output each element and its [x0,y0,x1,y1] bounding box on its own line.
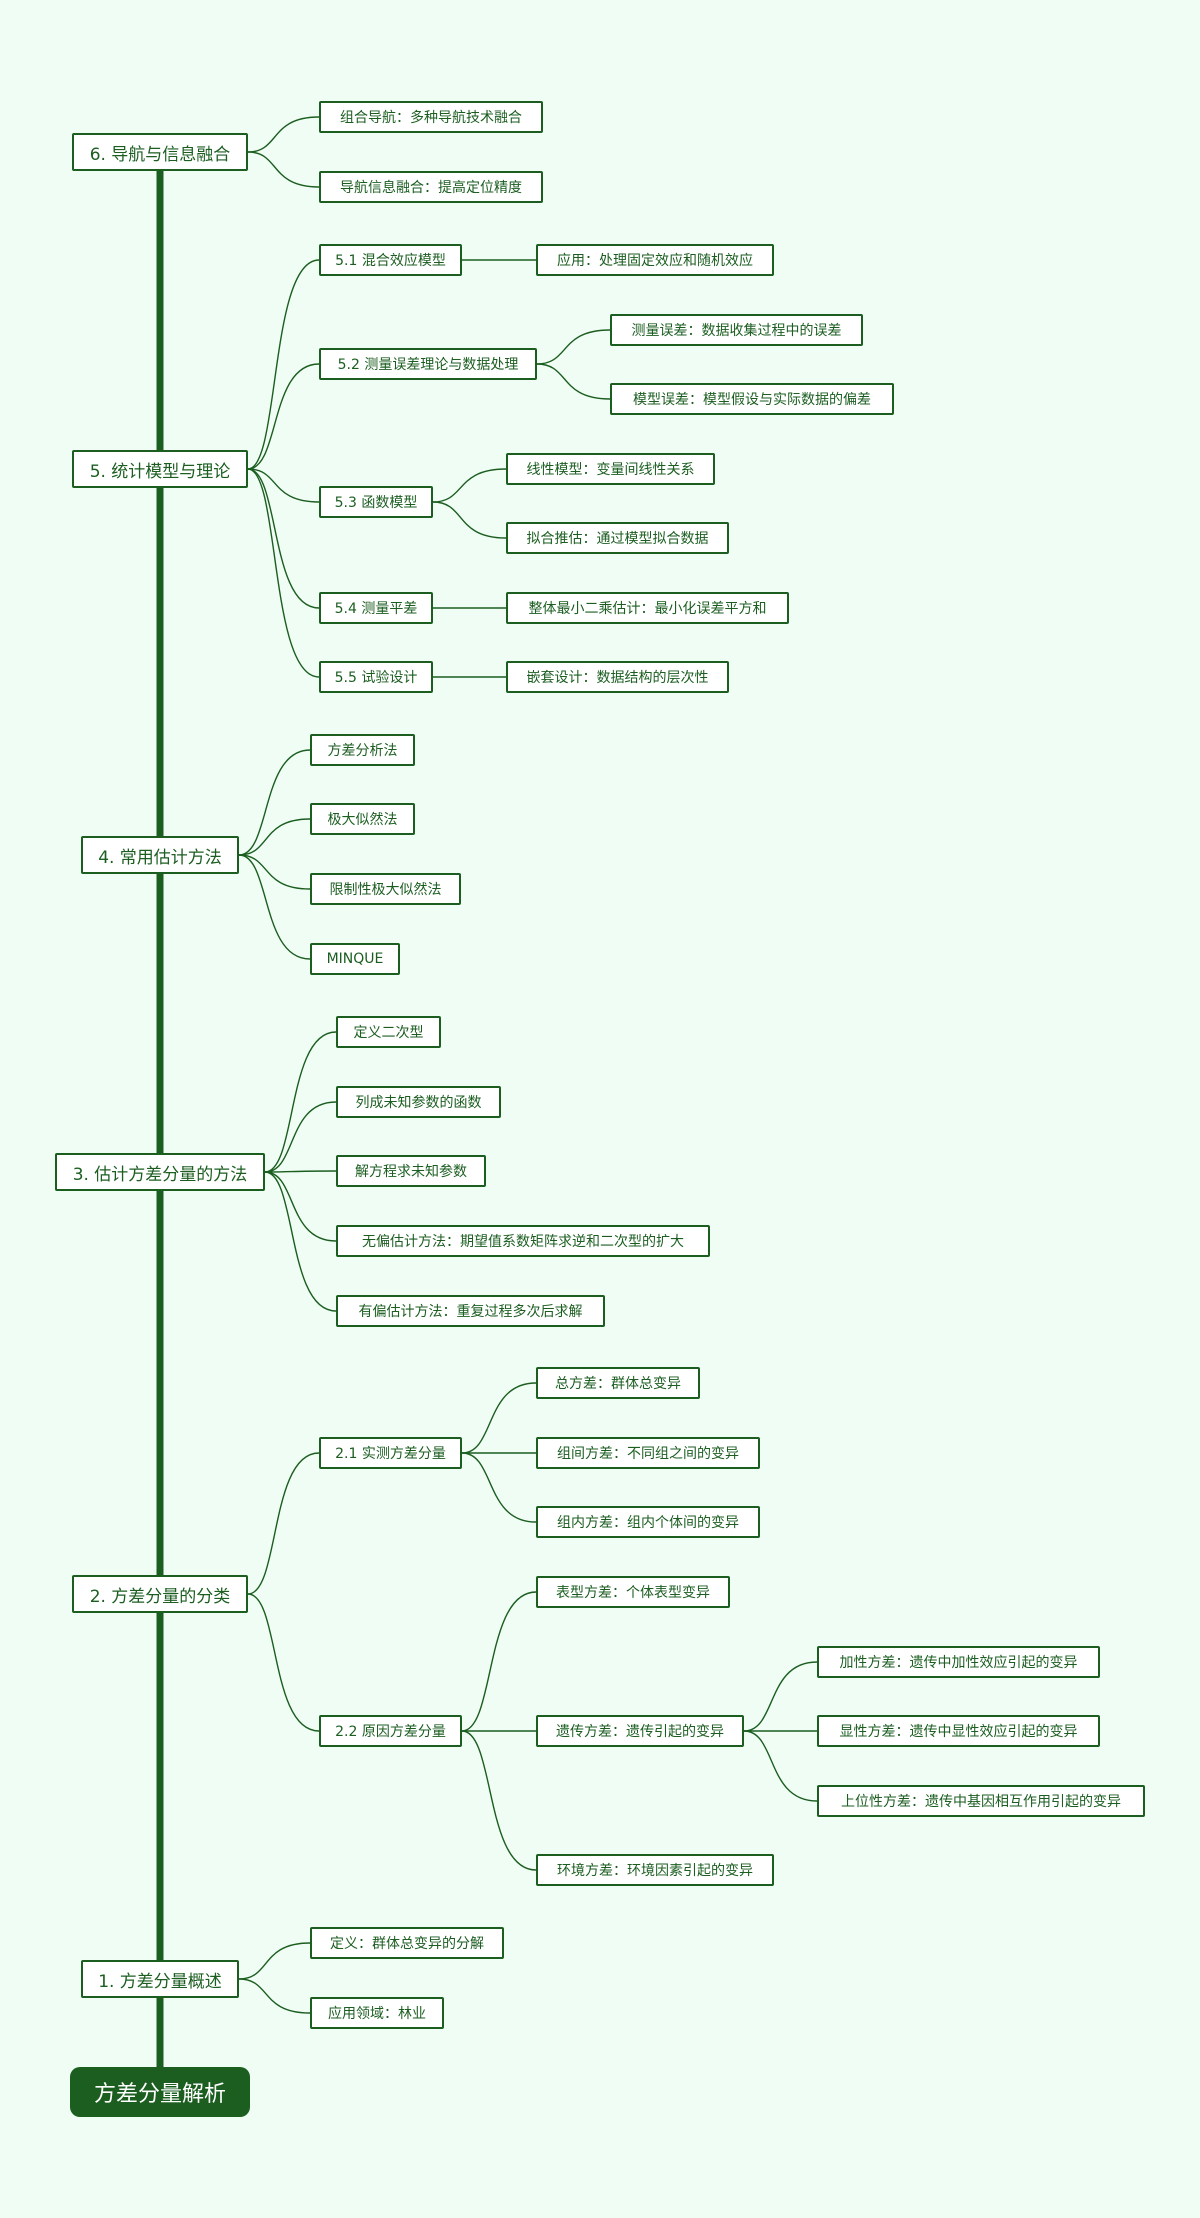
leaf-node-unknown-parameter-function[interactable]: 列成未知参数的函数 [336,1086,501,1118]
connector-b2-2-2-1 [743,1661,818,1732]
sub-node-survey-adjustment[interactable]: 5.4 测量平差 [319,592,433,624]
leaf-node-total-variance[interactable]: 总方差：群体总变异 [536,1367,700,1399]
leaf-node-dominance-variance[interactable]: 显性方差：遗传中显性效应引起的变异 [817,1715,1100,1747]
leaf-node-within-group-variance[interactable]: 组内方差：组内个体间的变异 [536,1506,760,1538]
leaf-node-define-quadratic-form[interactable]: 定义二次型 [336,1016,441,1048]
connector-b2-2-1 [461,1591,537,1732]
leaf-node-model-error[interactable]: 模型误差：模型假设与实际数据的偏差 [610,383,894,415]
sub-node-experimental-design[interactable]: 5.5 试验设计 [319,661,433,693]
connector-b5-3 [247,468,320,503]
sub-node-measurement-error-theory[interactable]: 5.2 测量误差理论与数据处理 [319,348,537,380]
leaf-node-unbiased-estimation[interactable]: 无偏估计方法：期望值系数矩阵求逆和二次型的扩大 [336,1225,710,1257]
branch-node-classification[interactable]: 2. 方差分量的分类 [72,1575,248,1613]
branch-node-estimation-methods[interactable]: 3. 估计方差分量的方法 [55,1153,265,1191]
branch-node-common-methods[interactable]: 4. 常用估计方法 [81,836,239,874]
sub-node-functional-model[interactable]: 5.3 函数模型 [319,486,433,518]
leaf-node-integrated-navigation[interactable]: 组合导航：多种导航技术融合 [319,101,543,133]
leaf-node-application[interactable]: 应用领域：林业 [310,1997,444,2029]
sub-node-genetic-variance[interactable]: 遗传方差：遗传引起的变异 [536,1715,744,1747]
connector-b6-2 [247,151,320,188]
connector-b5-5 [247,468,320,678]
connector-b5-2-1 [536,329,611,365]
connector-b6-1 [247,116,320,153]
connector-b2-2-3 [461,1730,537,1871]
leaf-node-fixed-random-effects[interactable]: 应用：处理固定效应和随机效应 [536,244,774,276]
connector-b2-2-2-3 [743,1730,818,1802]
connector-b4-4 [238,854,311,960]
leaf-node-navigation-info-fusion[interactable]: 导航信息融合：提高定位精度 [319,171,543,203]
leaf-node-additive-variance[interactable]: 加性方差：遗传中加性效应引起的变异 [817,1646,1100,1678]
leaf-node-reml[interactable]: 限制性极大似然法 [310,873,461,905]
leaf-node-nested-design[interactable]: 嵌套设计：数据结构的层次性 [506,661,729,693]
root-node[interactable]: 方差分量解析 [70,2067,250,2117]
connector-b2-1-1 [461,1382,537,1454]
connector-b5-3-2 [432,501,507,539]
sub-node-measured-components[interactable]: 2.1 实测方差分量 [319,1437,462,1469]
connector-b5-4 [247,468,320,609]
leaf-node-maximum-likelihood[interactable]: 极大似然法 [310,803,415,835]
connector-b5-2 [247,363,320,470]
connector-b3-4 [264,1171,337,1242]
connector-b2-2 [247,1593,320,1732]
connector-b4-1 [238,749,311,856]
branch-node-navigation-fusion[interactable]: 6. 导航与信息融合 [72,133,248,171]
branch-node-statistical-models[interactable]: 5. 统计模型与理论 [72,450,248,488]
leaf-node-anova[interactable]: 方差分析法 [310,734,415,766]
connector-b5-1 [247,259,320,470]
leaf-node-between-group-variance[interactable]: 组间方差：不同组之间的变异 [536,1437,760,1469]
connector-b2-1 [247,1452,320,1595]
connector-b3-2 [264,1101,337,1173]
leaf-node-epistatic-variance[interactable]: 上位性方差：遗传中基因相互作用引起的变异 [817,1785,1145,1817]
leaf-node-minque[interactable]: MINQUE [310,943,400,975]
connector-b2-1-3 [461,1452,537,1523]
connector-b1-2 [238,1978,311,2014]
leaf-node-definition[interactable]: 定义：群体总变异的分解 [310,1927,504,1959]
sub-node-mixed-effects-model[interactable]: 5.1 混合效应模型 [319,244,462,276]
leaf-node-environmental-variance[interactable]: 环境方差：环境因素引起的变异 [536,1854,774,1886]
connector-b4-3 [238,854,311,890]
leaf-node-total-least-squares[interactable]: 整体最小二乘估计：最小化误差平方和 [506,592,789,624]
connector-b5-2-2 [536,363,611,400]
branch-node-overview[interactable]: 1. 方差分量概述 [81,1960,239,1998]
connector-b1-1 [238,1942,311,1980]
leaf-node-fitting-estimation[interactable]: 拟合推估：通过模型拟合数据 [506,522,729,554]
leaf-node-phenotypic-variance[interactable]: 表型方差：个体表型变异 [536,1576,730,1608]
leaf-node-measurement-error[interactable]: 测量误差：数据收集过程中的误差 [610,314,863,346]
sub-node-causal-components[interactable]: 2.2 原因方差分量 [319,1715,462,1747]
leaf-node-biased-estimation[interactable]: 有偏估计方法：重复过程多次后求解 [336,1295,605,1327]
connector-b3-5 [264,1171,337,1312]
leaf-node-solve-equations[interactable]: 解方程求未知参数 [336,1155,486,1187]
connector-b3-1 [264,1031,337,1173]
leaf-node-linear-model[interactable]: 线性模型：变量间线性关系 [506,453,715,485]
connector-b3-3 [264,1170,337,1173]
connector-b5-3-1 [432,468,507,503]
connector-b4-2 [238,818,311,856]
